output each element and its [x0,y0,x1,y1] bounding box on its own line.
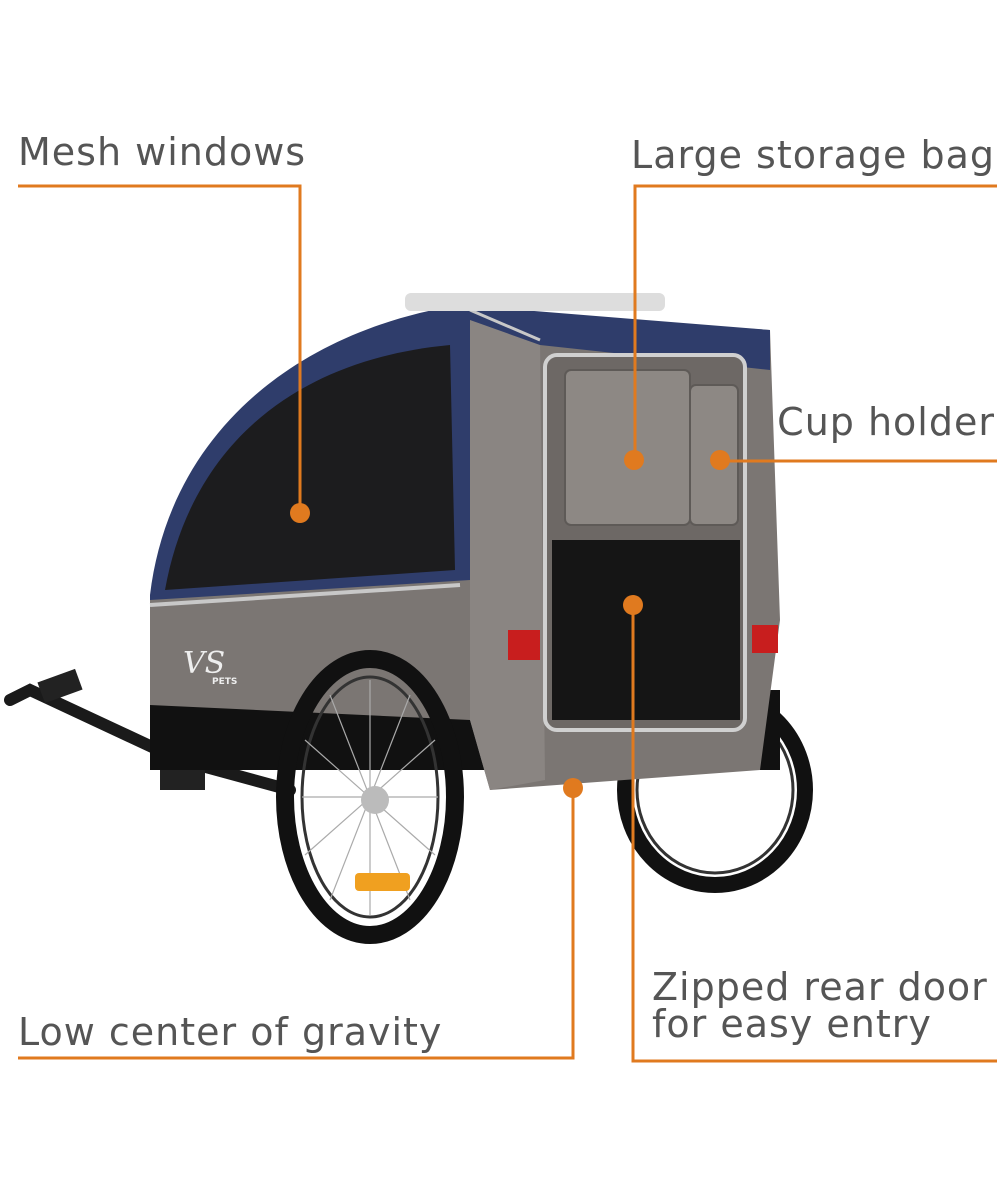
callout-low-gravity: Low center of gravity [18,1010,443,1054]
brand-logo: VS PETS [183,646,237,687]
callout-mesh-windows: Mesh windows [18,130,307,174]
trailer-body [149,293,780,790]
callout-rear-door-line2: for easy entry [652,1002,932,1046]
rear-door-marker [623,595,643,615]
storage-bag-marker [624,450,644,470]
cup-holder-marker [710,450,730,470]
svg-text:PETS: PETS [212,677,237,687]
low-gravity-marker [563,778,583,798]
callout-storage-bag: Large storage bag [631,133,995,177]
front-wheel [276,650,464,944]
callout-cup-holder: Cup holder [777,400,995,444]
callout-lines [18,184,997,1063]
callout-rear-door-line1: Zipped rear door [652,965,988,1009]
mesh-windows-marker [290,503,310,523]
svg-text:VS: VS [183,646,225,681]
